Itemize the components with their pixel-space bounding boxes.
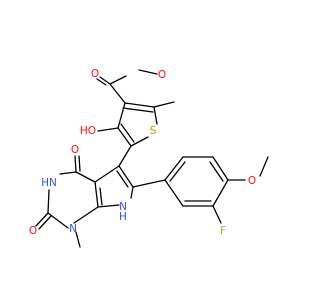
bond: [118, 165, 134, 188]
upper-carbonyl-oxygen: O: [71, 144, 79, 156]
bond: [97, 127, 119, 132]
atom-labels: O O HO S O HN O N N H O F: [29, 68, 256, 237]
bond: [138, 69, 158, 75]
bond: [38, 215, 52, 230]
bond: [73, 206, 99, 224]
bond: [74, 155, 77, 173]
hydroxyl-label: HO: [80, 125, 96, 137]
bond: [116, 170, 129, 188]
carbonyl-oxygen: O: [91, 68, 99, 80]
lower-carbonyl-oxygen: O: [29, 225, 37, 237]
methoxy-oxygen: O: [248, 175, 256, 187]
bond: [153, 101, 175, 108]
ether-oxygen: O: [158, 69, 166, 81]
bond: [47, 189, 50, 214]
bond: [96, 78, 107, 86]
bond: [35, 212, 49, 227]
bond: [212, 179, 229, 207]
bond: [59, 171, 77, 175]
bond: [117, 127, 132, 147]
bond: [99, 187, 103, 206]
n-methyl-nitrogen: N: [69, 223, 77, 235]
bond: [94, 165, 120, 183]
bond: [164, 179, 184, 207]
bond: [124, 102, 155, 108]
bonds: [35, 69, 269, 248]
molecule-structure: O O HO S O HN O N N H O F: [29, 68, 269, 248]
bond: [164, 156, 184, 181]
bond: [109, 83, 126, 104]
bond: [78, 155, 81, 172]
bond: [212, 156, 229, 181]
bond: [75, 171, 96, 183]
bond: [122, 107, 154, 113]
fluorine-atom: F: [220, 225, 226, 237]
bond: [209, 161, 224, 182]
bond: [97, 204, 120, 208]
bond: [99, 76, 111, 85]
pyrrole-hydrogen: H: [119, 211, 127, 223]
bond: [153, 106, 158, 125]
bond: [118, 145, 132, 167]
sulfur-atom: S: [150, 125, 157, 137]
bond: [130, 136, 149, 147]
bond: [130, 186, 134, 199]
bond: [47, 212, 69, 229]
bond: [75, 231, 81, 248]
bond: [109, 75, 127, 85]
pyrrole-nitrogen: N: [119, 201, 127, 213]
bond: [117, 102, 126, 129]
bond: [259, 156, 269, 177]
bond: [212, 205, 222, 224]
bond: [94, 181, 99, 208]
imide-nh-label: HN: [41, 177, 57, 189]
bond: [120, 123, 135, 143]
bond: [169, 161, 186, 182]
bond: [132, 179, 166, 188]
